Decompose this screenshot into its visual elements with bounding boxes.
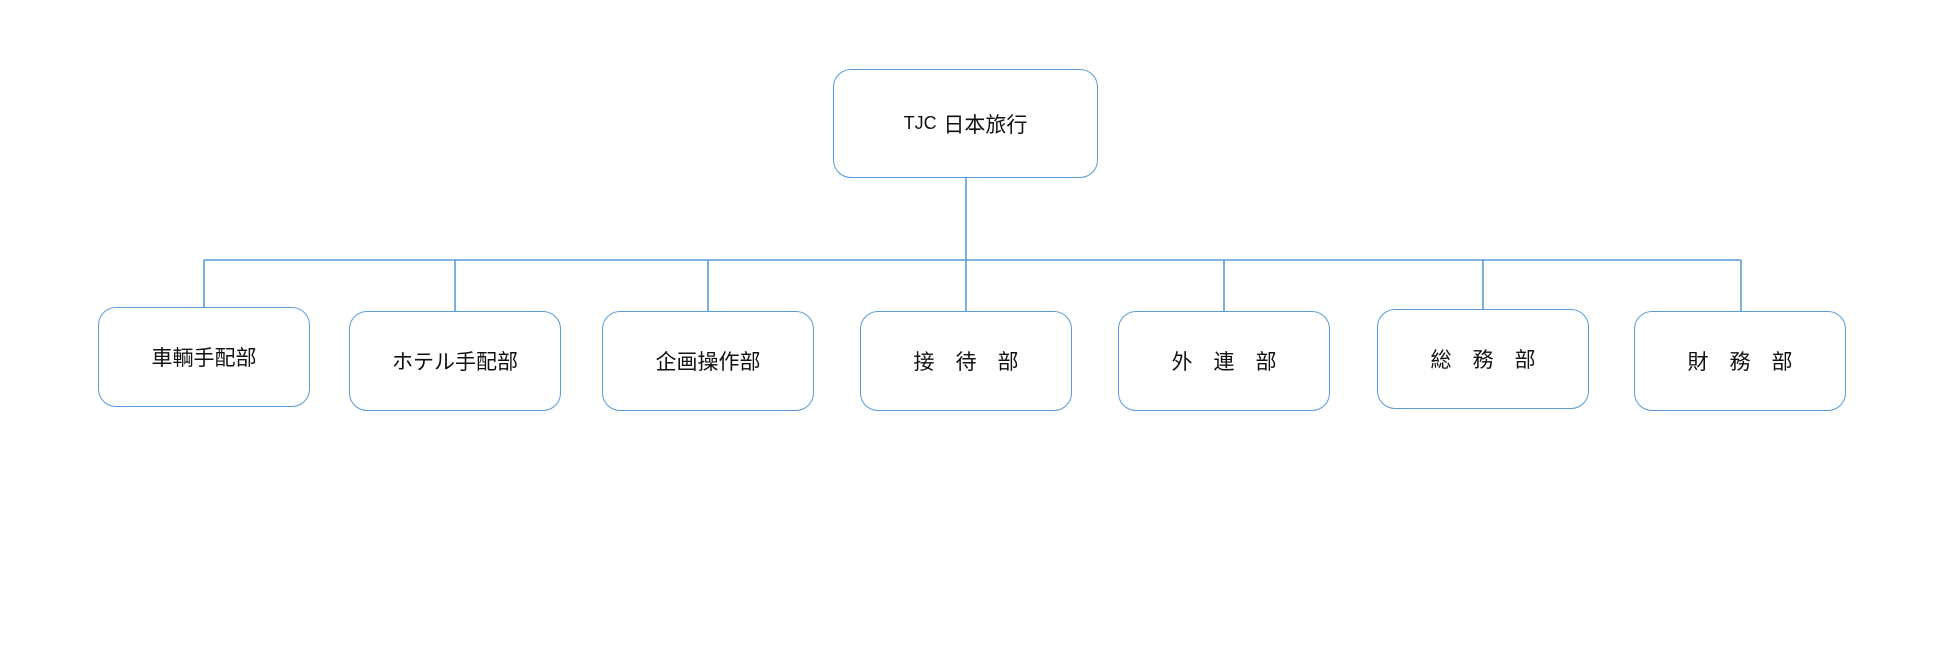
dept-node-label: 財 務 部: [1687, 350, 1793, 374]
dept-node-label: 外 連 部: [1171, 350, 1277, 374]
root-node-spacer: [937, 112, 944, 136]
dept-node-external-liaison: 外 連 部: [1118, 311, 1330, 411]
dept-node-vehicle-arrangement: 車輌手配部: [98, 307, 310, 407]
dept-node-label: ホテル手配部: [392, 350, 518, 374]
root-node-latin-text: TJC: [903, 113, 937, 133]
dept-node-label: 総 務 部: [1430, 348, 1536, 372]
root-node-label: 日本旅行: [943, 112, 1028, 137]
dept-node-finance: 財 務 部: [1634, 311, 1846, 411]
dept-node-hotel-arrangement: ホテル手配部: [349, 311, 561, 411]
root-node-company: TJC 日本旅行: [833, 69, 1098, 178]
dept-node-reception: 接 待 部: [860, 311, 1072, 411]
dept-node-label: 企画操作部: [655, 350, 761, 374]
dept-node-planning-operations: 企画操作部: [602, 311, 814, 411]
dept-node-label: 車輌手配部: [151, 346, 257, 370]
dept-node-general-affairs: 総 務 部: [1377, 309, 1589, 409]
dept-node-label: 接 待 部: [913, 350, 1019, 374]
